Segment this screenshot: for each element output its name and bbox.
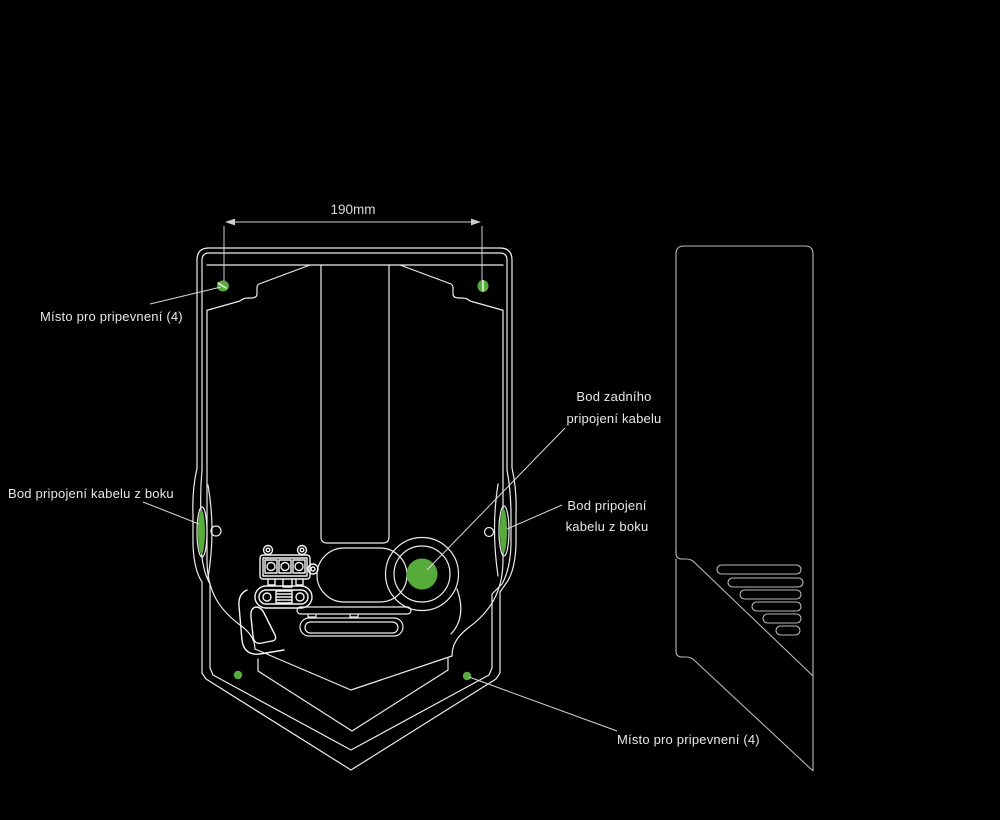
- right-hook-rib: [450, 588, 462, 635]
- interior-right-side: [451, 309, 504, 657]
- label-rear-cable: Bod zadního pripojení kabelu: [554, 386, 674, 430]
- bottom-chevron-outer: [201, 672, 501, 771]
- side-entry-right: [483, 483, 510, 577]
- label-side-cable-right-line2: kabelu z boku: [565, 519, 649, 534]
- right-entry-outline: [498, 505, 510, 557]
- side-vent-slots: [716, 564, 804, 636]
- terminal-ear-left: [262, 544, 274, 556]
- side-cable-entry-left-marker: [198, 510, 205, 554]
- side-outline: [675, 245, 814, 772]
- mount-point-bottom-left: [233, 670, 243, 680]
- label-mount-bottom: Místo pro pripevnení (4): [617, 732, 760, 747]
- terminal-screw-2: [280, 561, 290, 572]
- right-mount-shelf: [399, 264, 503, 311]
- central-cable-channel: [320, 264, 390, 544]
- leader-mount-top: [149, 286, 222, 305]
- terminal-screw-3: [294, 561, 304, 572]
- clamp-grip-ridges: [275, 593, 293, 601]
- slot-bar-thin: [296, 606, 412, 615]
- terminal-side-ear-hole: [310, 566, 316, 572]
- terminal-side-ear: [307, 563, 319, 575]
- rear-entry-mid-ring: [393, 545, 451, 603]
- terminal-block: [259, 544, 319, 588]
- right-entry-screw: [483, 526, 495, 538]
- slot-bar-wide-outer: [299, 617, 404, 637]
- dimension-arrow-right: [471, 218, 481, 226]
- vent-slot-6: [775, 625, 801, 636]
- dimension-value: 190mm: [330, 202, 375, 217]
- side-entry-left: [196, 484, 222, 579]
- front-view-drawing: [192, 247, 517, 771]
- terminal-cell-2: [278, 559, 292, 574]
- vent-slot-1: [716, 564, 802, 575]
- vent-slot-5: [762, 613, 802, 624]
- dimension-arrow-left: [225, 218, 235, 226]
- inner-pocket-chevron: [254, 648, 453, 691]
- terminal-screw-1: [266, 561, 276, 572]
- side-upper-diagonal: [675, 547, 814, 677]
- clamp-outer: [254, 585, 313, 609]
- cable-guide-teardrop: [250, 606, 277, 645]
- terminal-body-inner: [262, 557, 308, 577]
- label-side-cable-right: Bod pripojení kabelu z boku: [557, 495, 657, 537]
- front-inner-outline: [200, 252, 512, 669]
- rear-entry-outer-ring: [384, 536, 460, 612]
- terminal-ear-right-hole: [299, 547, 305, 553]
- right-bulge-rib: [493, 483, 499, 577]
- side-cable-entry-right-marker: [500, 509, 507, 553]
- terminal-ear-left-hole: [265, 547, 271, 553]
- terminal-cell-1: [264, 559, 278, 574]
- interior-left-side: [206, 309, 256, 650]
- leader-side-cable-right: [506, 504, 563, 530]
- cable-guide-hook: [238, 589, 285, 655]
- label-rear-cable-line1: Bod zadního: [576, 389, 652, 404]
- mount-point-bottom-right: [462, 671, 472, 681]
- label-mount-top: Místo pro pripevnení (4): [40, 309, 183, 324]
- terminal-feet: [267, 578, 304, 588]
- clamp-screw-left: [262, 592, 272, 602]
- left-entry-screw: [210, 525, 222, 537]
- front-outer-outline: [192, 247, 517, 674]
- leader-side-cable-left: [142, 501, 200, 525]
- terminal-ear-right: [296, 544, 308, 556]
- left-mount-shelf: [207, 264, 311, 311]
- slot-bar-wide-inner: [304, 621, 399, 634]
- clamp-inner: [258, 589, 309, 605]
- side-view-drawing: [675, 245, 814, 772]
- label-rear-cable-line2: pripojení kabelu: [566, 411, 662, 426]
- terminal-body-outer: [259, 554, 311, 580]
- bottom-chevron-inner: [209, 667, 493, 751]
- leader-mount-bottom: [468, 676, 618, 732]
- dimension-190mm: [223, 218, 483, 281]
- side-lower-diagonal: [675, 558, 813, 771]
- label-side-cable-left: Bod pripojení kabelu z boku: [8, 486, 174, 501]
- mount-point-top-left-tick: [217, 282, 227, 289]
- terminal-cell-3: [292, 559, 306, 574]
- vent-slot-3: [739, 589, 802, 600]
- cable-clamp: [254, 585, 313, 609]
- vent-slot-2: [727, 577, 804, 588]
- left-bulge-rib: [207, 484, 213, 579]
- clamp-screw-right: [295, 592, 305, 602]
- left-entry-outline: [196, 506, 208, 558]
- slot-bar-tabs: [307, 613, 359, 618]
- inner-plate-chevron: [257, 657, 449, 732]
- vent-slot-4: [751, 601, 802, 612]
- rear-cable-entry-marker: [406, 558, 438, 590]
- leader-rear-cable: [426, 427, 566, 571]
- label-side-cable-right-line1: Bod pripojení: [567, 498, 647, 513]
